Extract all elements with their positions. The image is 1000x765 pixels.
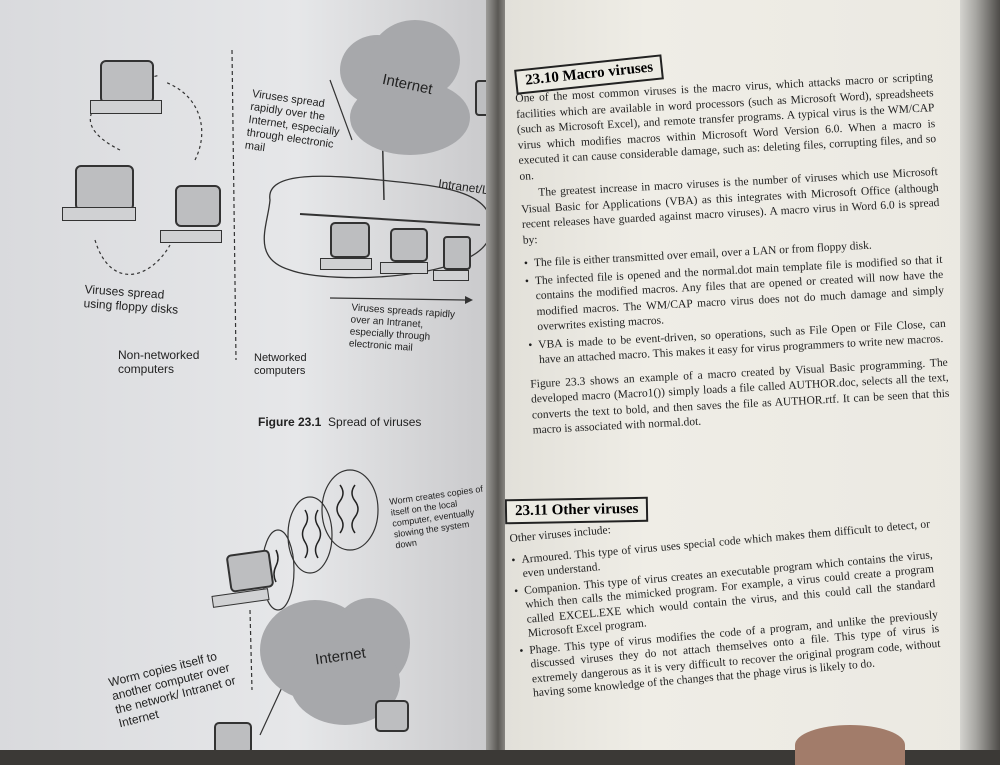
non-networked-label: Non-networked computers [118, 348, 200, 376]
right-page: 23.10 Macro viruses One of the most comm… [505, 0, 975, 750]
figure-caption-text: Spread of viruses [328, 415, 422, 429]
keyboard-icon [380, 262, 428, 274]
section-other-body: Other viruses include: Armoured. This ty… [509, 495, 942, 703]
page-edges [960, 0, 1000, 750]
section-macro-body: One of the most common viruses is the ma… [515, 70, 951, 439]
keyboard-icon [433, 270, 469, 281]
keyboard-icon [320, 258, 372, 270]
networked-label: Networked computers [254, 352, 307, 377]
section-title-other: 23.11 Other viruses [505, 496, 649, 525]
thumb [795, 725, 905, 765]
left-page: Internet Viruses spread rapidly over the… [0, 0, 496, 750]
computer-icon [100, 60, 154, 104]
paragraph: Figure 23.3 shows an example of a macro … [529, 356, 950, 437]
bullet-list: The file is either transmitted over emai… [524, 235, 947, 369]
computer-icon [443, 236, 471, 270]
internet-cloud-part [350, 80, 470, 155]
bullet-list: Armoured. This type of virus uses specia… [511, 517, 942, 702]
figure-caption: Figure 23.1 Spread of viruses [258, 416, 421, 429]
figure-caption-number: Figure 23.1 [258, 415, 322, 429]
keyboard-icon [160, 230, 222, 243]
computer-icon [175, 185, 221, 227]
keyboard-icon [90, 100, 162, 114]
computer-icon [225, 549, 275, 593]
worm-figure-svg [249, 469, 379, 736]
computer-icon [375, 700, 409, 732]
computer-icon [390, 228, 428, 262]
keyboard-icon [62, 207, 136, 221]
computer-icon [75, 165, 134, 211]
computer-icon [330, 222, 370, 258]
computer-icon [214, 722, 252, 750]
intranet-spread-label: Viruses spreads rapidly over an Intranet… [348, 302, 456, 354]
